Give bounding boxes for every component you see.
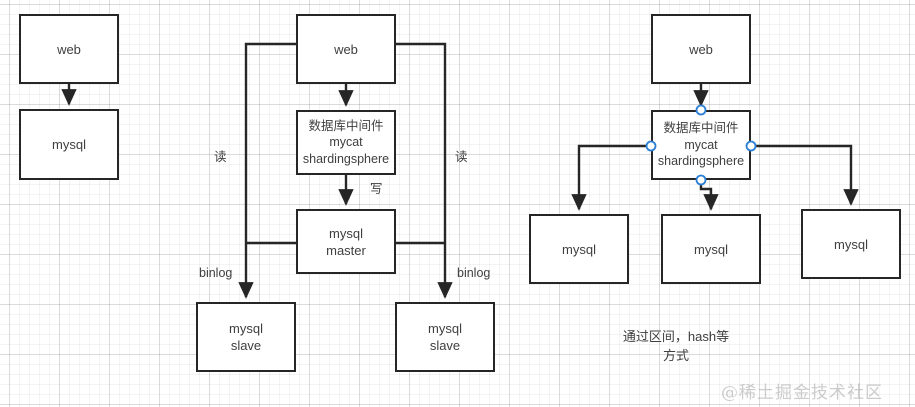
edge-label-read-left: 读 — [214, 150, 227, 164]
node-mid-mysql-master[interactable]: mysql master — [296, 209, 396, 274]
node-left-web[interactable]: web — [19, 14, 119, 84]
selection-handle-bottom-icon[interactable] — [695, 174, 707, 186]
edge-label-binlog-right: binlog — [457, 266, 491, 280]
selection-handle-left-icon[interactable] — [645, 140, 657, 152]
node-mid-middleware[interactable]: 数据库中间件 mycat shardingsphere — [296, 110, 396, 175]
node-left-mysql[interactable]: mysql — [19, 109, 119, 180]
edge-label-write: 写 — [370, 182, 383, 196]
watermark: @稀土掘金技术社区 — [721, 383, 883, 403]
edge-mid-web-to-slave-left — [238, 42, 296, 299]
node-mid-mysql-slave-left[interactable]: mysql slave — [196, 302, 296, 372]
sharding-strategy-note: 通过区间，hash等 方式 — [622, 329, 730, 363]
node-right-middleware[interactable]: 数据库中间件 mycat shardingsphere — [651, 110, 751, 180]
node-mid-web[interactable]: web — [296, 14, 396, 84]
edge-label-read-right: 读 — [455, 150, 468, 164]
edge-label-binlog-left: binlog — [199, 266, 233, 280]
edge-mid-web-to-slave-right — [396, 42, 453, 299]
node-right-mysql-1[interactable]: mysql — [529, 214, 629, 284]
selection-handle-top-icon[interactable] — [695, 104, 707, 116]
node-mid-mysql-slave-right[interactable]: mysql slave — [395, 302, 495, 372]
selection-handle-right-icon[interactable] — [745, 140, 757, 152]
node-right-mysql-2[interactable]: mysql — [661, 214, 761, 284]
edge-right-middleware-to-mysql-1 — [571, 144, 651, 211]
node-right-mysql-3[interactable]: mysql — [801, 209, 901, 279]
edge-right-middleware-to-mysql-3 — [751, 144, 859, 206]
node-right-web[interactable]: web — [651, 14, 751, 84]
